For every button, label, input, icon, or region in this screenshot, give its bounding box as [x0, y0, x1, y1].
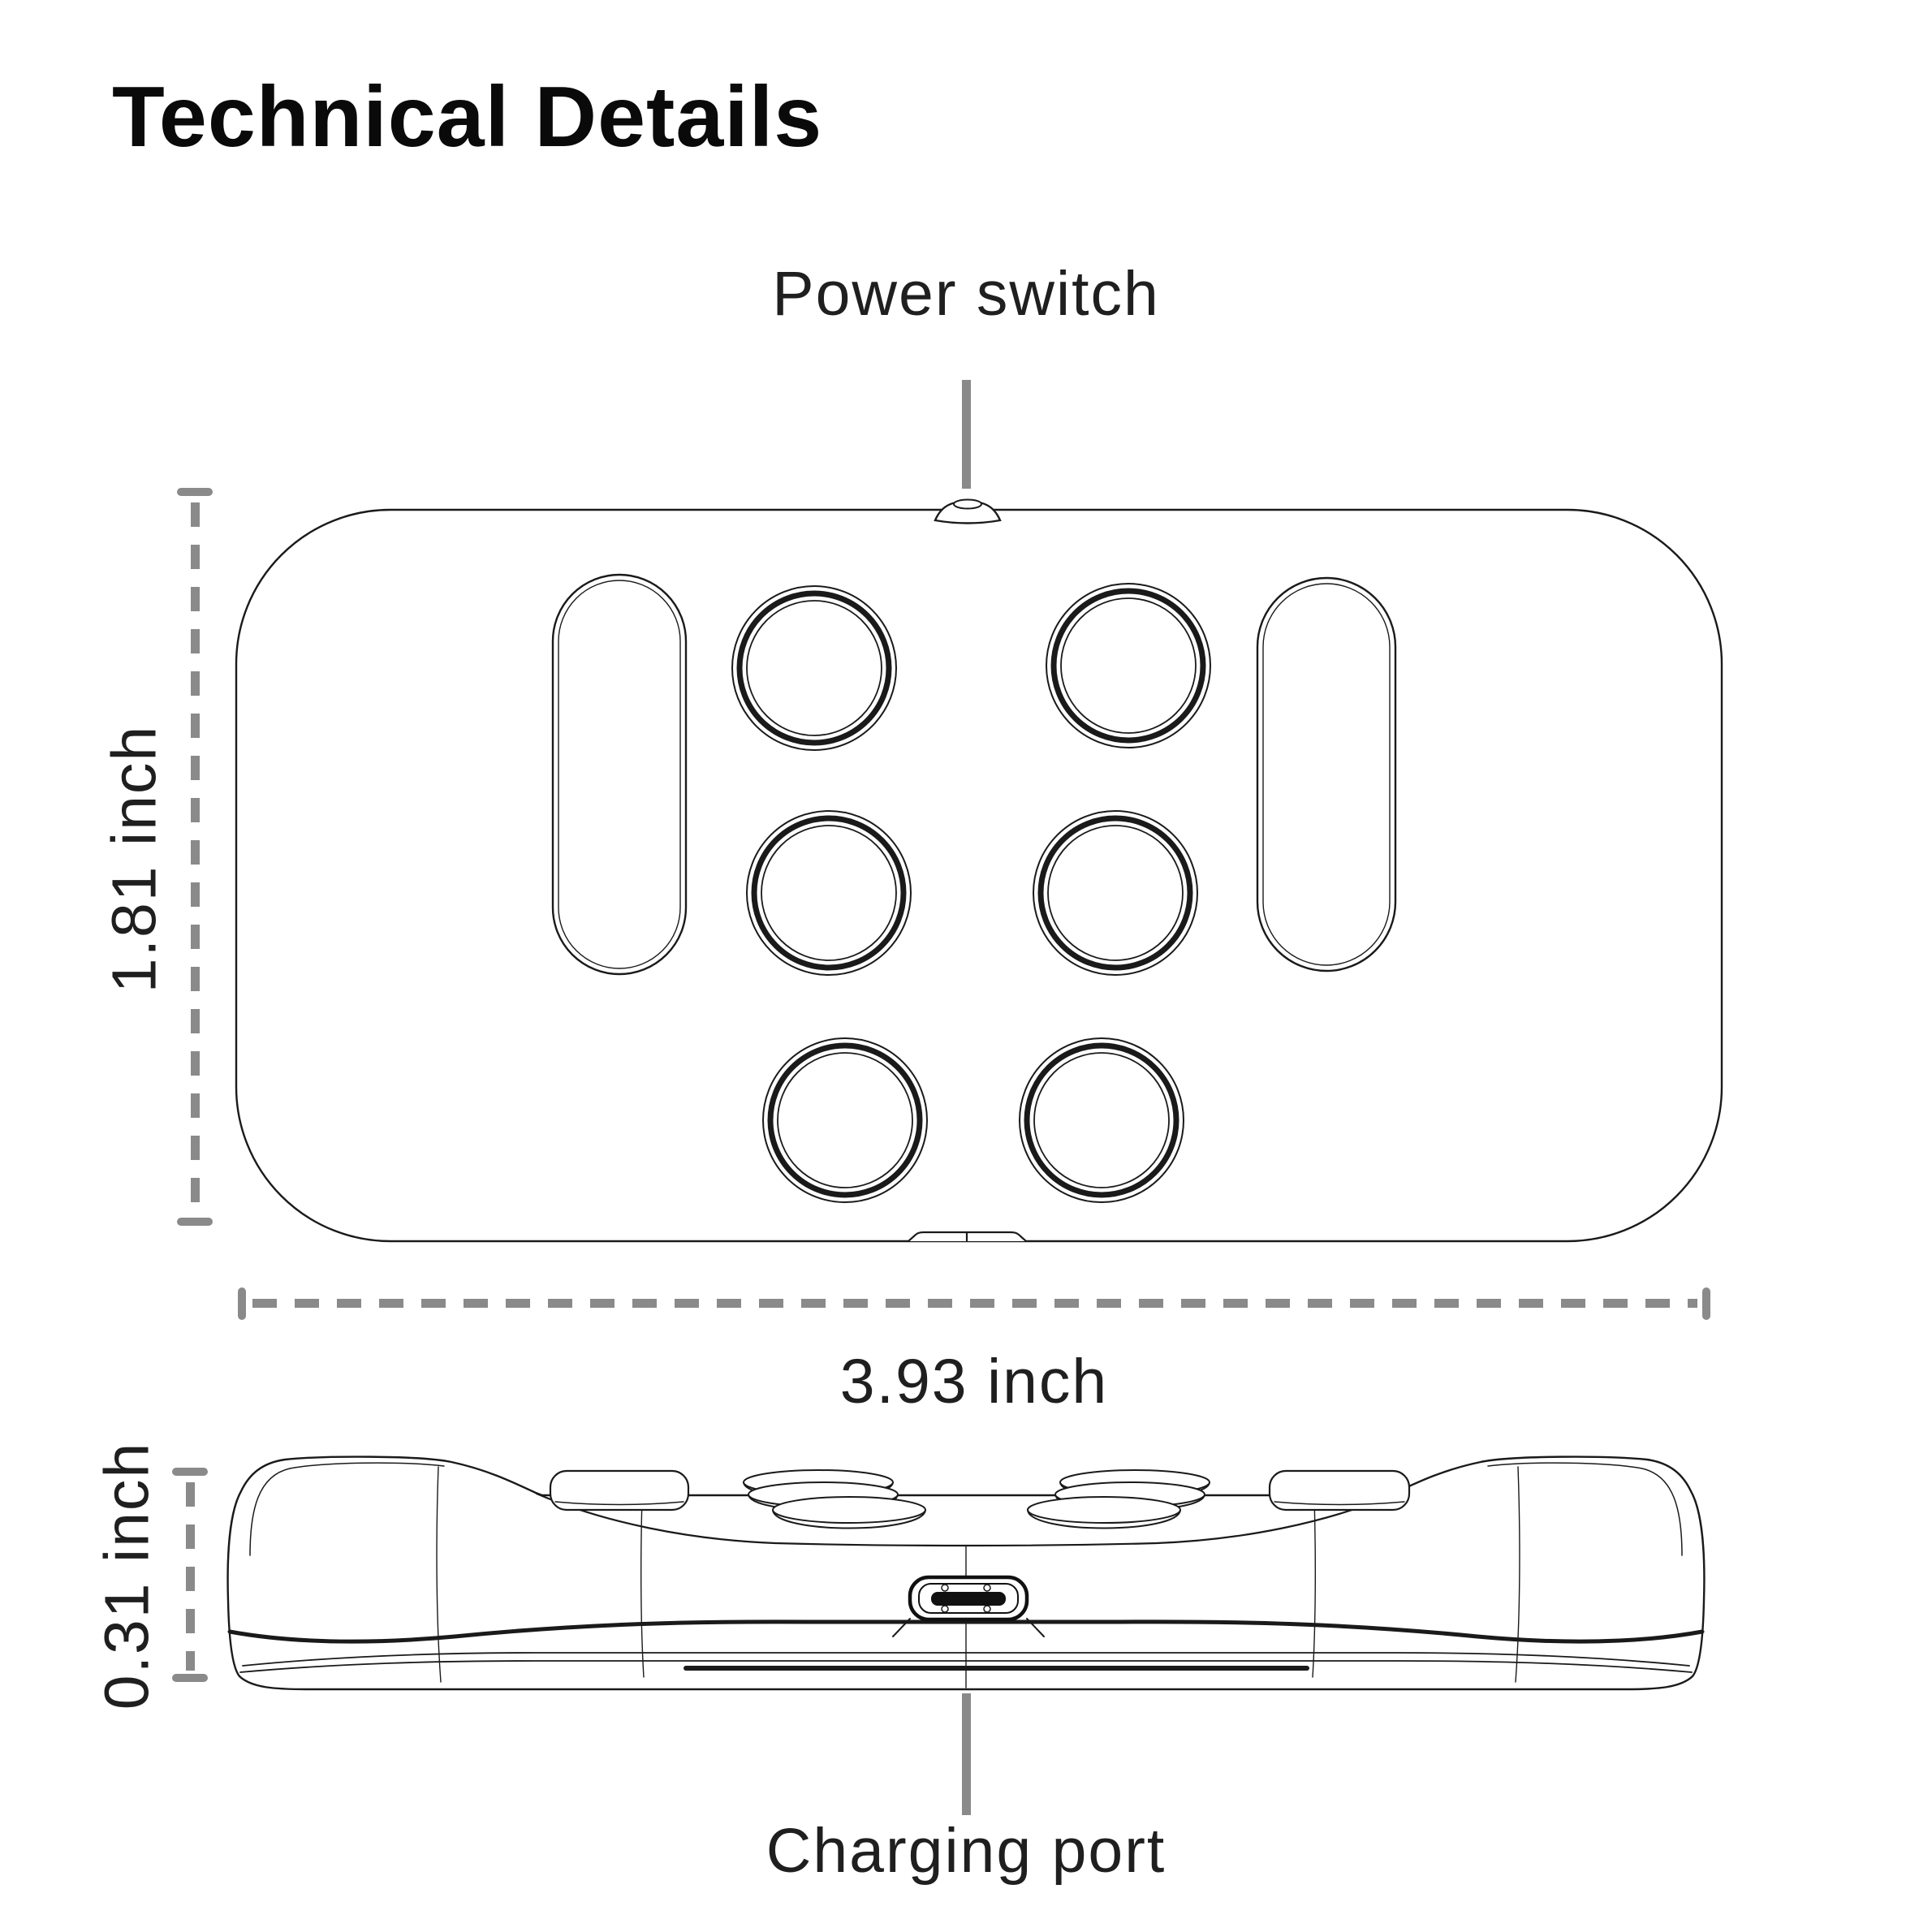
- right-grip-contour: [1487, 1462, 1683, 1556]
- bottom-band-lines: [239, 1652, 1693, 1673]
- charging-port-label: Charging port: [765, 1816, 1167, 1886]
- right-pill-key: [1256, 576, 1397, 972]
- braille-key-5: [762, 1037, 928, 1203]
- left-grip-contour: [249, 1462, 445, 1556]
- power-switch-bump: [934, 498, 1002, 524]
- braille-key-6: [1019, 1037, 1184, 1203]
- braille-key-3: [746, 810, 912, 976]
- device-side-view: [226, 1455, 1706, 1691]
- braille-key-4: [1033, 810, 1198, 976]
- device-top-view: [235, 498, 1723, 1243]
- page-title: Technical Details: [112, 69, 823, 165]
- surface-creases: [436, 1466, 1520, 1688]
- power-switch-connector-line: [962, 380, 971, 489]
- width-dimension-label: 3.93 inch: [839, 1347, 1109, 1417]
- usb-recess-lines: [892, 1618, 1045, 1637]
- left-braille-keys-side: [743, 1469, 926, 1529]
- device-body-outline: [235, 508, 1723, 1243]
- right-braille-keys-side: [1027, 1469, 1210, 1529]
- power-switch-label: Power switch: [772, 259, 1160, 329]
- braille-key-1: [731, 585, 897, 751]
- braille-key-2: [1046, 583, 1211, 748]
- bottom-notch: [907, 1231, 1028, 1243]
- usb-c-port: [908, 1575, 1029, 1622]
- charging-port-connector-line: [962, 1693, 971, 1815]
- main-seam-line: [227, 1619, 1705, 1644]
- left-pill-key: [551, 573, 688, 976]
- right-pill-key-side: [1268, 1469, 1411, 1512]
- left-pill-key-side: [549, 1469, 690, 1512]
